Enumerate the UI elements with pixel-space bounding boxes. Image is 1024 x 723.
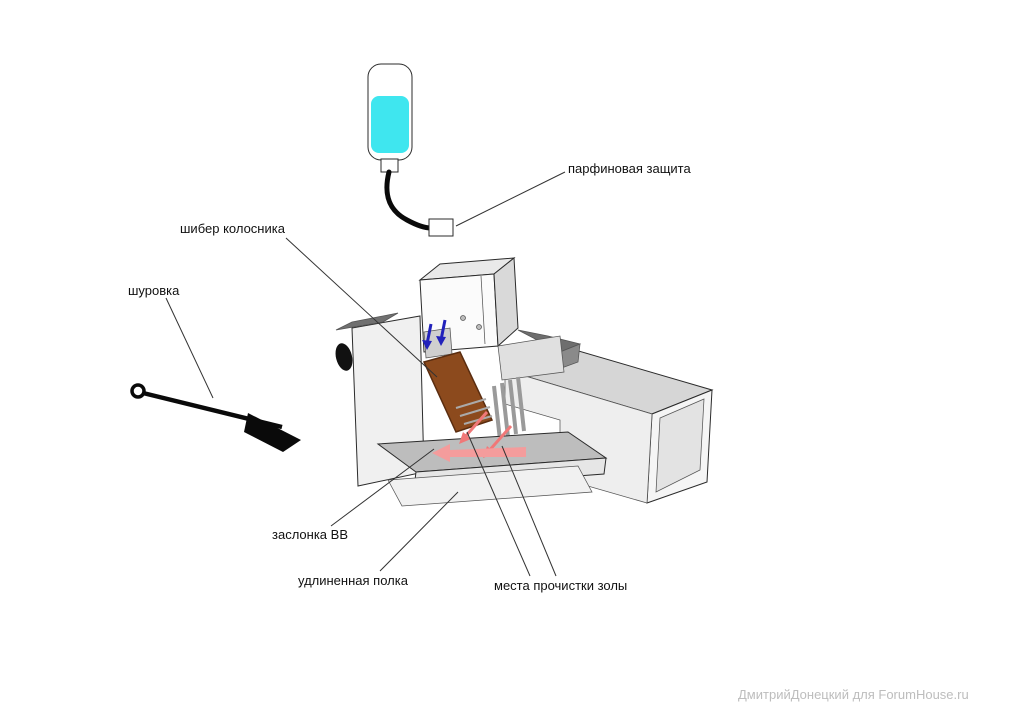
leader-lines <box>165 171 566 577</box>
leader-damper <box>285 237 438 378</box>
chimney-right-face <box>493 257 519 348</box>
paraffin-protection-box <box>428 218 454 237</box>
bottle-liquid <box>371 96 409 153</box>
chimney-seam <box>480 275 486 345</box>
label-grate-damper: шибер колосника <box>180 221 285 236</box>
leader-shelf <box>379 491 459 572</box>
label-paraffin-protection: парфиновая защита <box>568 161 691 176</box>
watermark: ДмитрийДонецкий для ForumHouse.ru <box>738 687 969 702</box>
leader-ash-1 <box>466 431 531 577</box>
poker-blade <box>244 413 301 452</box>
stove-assembly <box>335 257 714 507</box>
hose <box>384 169 434 231</box>
leader-paraffin <box>455 171 566 227</box>
label-extended-shelf: удлиненная полка <box>298 573 408 588</box>
chimney-hole <box>476 324 482 330</box>
leader-valve <box>330 448 435 527</box>
leader-ash-2 <box>501 445 557 577</box>
label-poker: шуровка <box>128 283 180 298</box>
grate-bars <box>492 376 526 441</box>
label-ash-cleaning-spots: места прочистки золы <box>494 578 628 593</box>
base-plate <box>387 465 593 507</box>
bottle-group <box>367 63 413 173</box>
chimney-hole <box>460 315 466 321</box>
poker-group <box>130 383 301 452</box>
left-flange <box>335 312 399 331</box>
leader-poker <box>165 297 214 399</box>
blue-air-arrows <box>422 319 447 350</box>
left-knob <box>335 343 353 371</box>
duct-opening <box>655 398 705 493</box>
inner-back-panel <box>497 335 565 381</box>
poker-handle-loop <box>130 383 146 399</box>
label-secondary-air-damper: заслонка ВВ <box>272 527 348 542</box>
